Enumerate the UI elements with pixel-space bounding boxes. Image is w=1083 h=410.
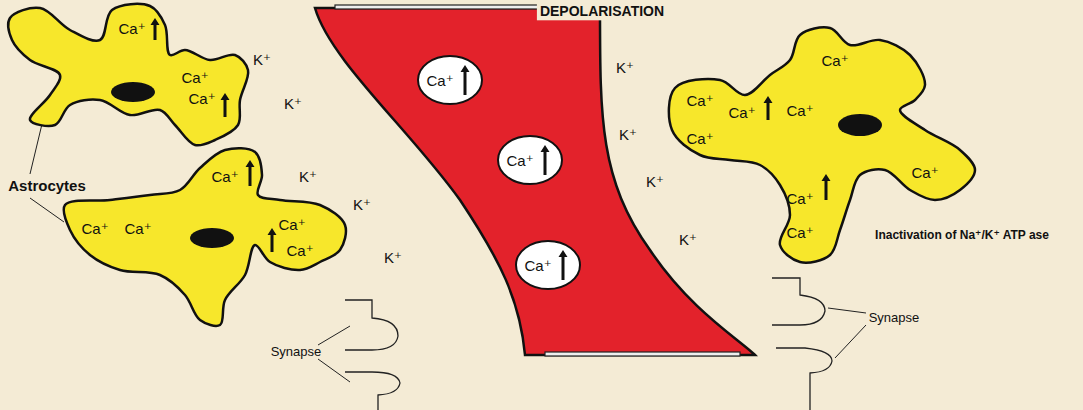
ion-label: Ca⁺: [728, 105, 755, 120]
increase-arrow: [822, 174, 831, 200]
ion-label: Ca⁺: [124, 221, 151, 236]
astrocyte-outline: [669, 27, 975, 262]
nucleus: [838, 114, 882, 136]
ion-label: Ca⁺: [786, 225, 813, 240]
increase-arrow: [151, 18, 160, 40]
ion-label: K⁺: [299, 169, 317, 186]
blood-vessel: [315, 8, 755, 355]
leader-line: [30, 124, 42, 174]
ion-label: K⁺: [284, 96, 302, 113]
calcium-vesicle: Ca⁺: [514, 239, 582, 291]
synapse-terminal: [776, 348, 832, 410]
vesicle-outline: [498, 136, 562, 184]
leader-line: [835, 325, 866, 358]
increase-arrow: [764, 96, 773, 120]
ion-label: Ca⁺: [81, 221, 108, 236]
part-name: Astrocytes: [8, 178, 86, 195]
synapse-terminal: [772, 278, 825, 325]
ion-label: Ca⁺: [286, 243, 313, 258]
ion-label: K⁺: [353, 197, 371, 214]
vessel-wall: [545, 352, 740, 356]
ion-label: Ca⁺: [278, 217, 305, 232]
increase-arrow: [268, 228, 277, 252]
ion-label: Ca⁺: [118, 21, 145, 36]
nucleus: [190, 228, 234, 248]
ion-label: Ca⁺: [524, 258, 551, 273]
ion-label: K⁺: [253, 52, 271, 69]
ion-label: K⁺: [646, 174, 664, 191]
vesicle-outline: [418, 56, 482, 104]
synapse-terminal: [345, 300, 398, 350]
calcium-vesicle: Ca⁺: [496, 134, 564, 186]
part-name: Synapse: [271, 345, 322, 359]
ion-label: Ca⁺: [506, 153, 533, 168]
astrocyte-outline: [8, 4, 248, 146]
ion-label: K⁺: [616, 60, 634, 77]
ion-label: Ca⁺: [821, 53, 848, 68]
increase-arrow: [461, 65, 470, 95]
process-note: Inactivation of Na⁺/K⁺ ATP ase: [875, 229, 1049, 242]
synapse-terminal: [345, 372, 400, 410]
ion-label: Ca⁺: [911, 165, 938, 180]
leader-line: [828, 308, 866, 313]
increase-arrow: [559, 250, 568, 280]
ion-label: K⁺: [679, 232, 697, 249]
increase-arrow: [221, 93, 230, 117]
calcium-vesicle: Ca⁺: [416, 54, 484, 106]
astrocyte-outline: [64, 148, 346, 326]
increase-arrow: [246, 160, 255, 186]
nucleus: [111, 82, 155, 102]
increase-arrow: [541, 145, 550, 175]
leader-line: [318, 326, 350, 345]
ion-label: Ca⁺: [786, 191, 813, 206]
vesicle-outline: [516, 241, 580, 289]
leader-line: [30, 198, 64, 222]
process-title: DEPOLARISATION: [537, 3, 667, 20]
part-name: Synapse: [869, 311, 920, 325]
ion-label: Ca⁺: [686, 93, 713, 108]
ion-label: Ca⁺: [181, 70, 208, 85]
leader-line: [318, 359, 350, 382]
ion-label: Ca⁺: [786, 103, 813, 118]
ion-label: K⁺: [619, 127, 637, 144]
ion-label: Ca⁺: [426, 73, 453, 88]
ion-label: Ca⁺: [188, 91, 215, 106]
ion-label: Ca⁺: [686, 131, 713, 146]
ion-label: K⁺: [384, 250, 402, 267]
ion-label: Ca⁺: [211, 169, 238, 184]
astrocyte-cell: Ca⁺ Ca⁺ Ca⁺: [0, 0, 260, 155]
